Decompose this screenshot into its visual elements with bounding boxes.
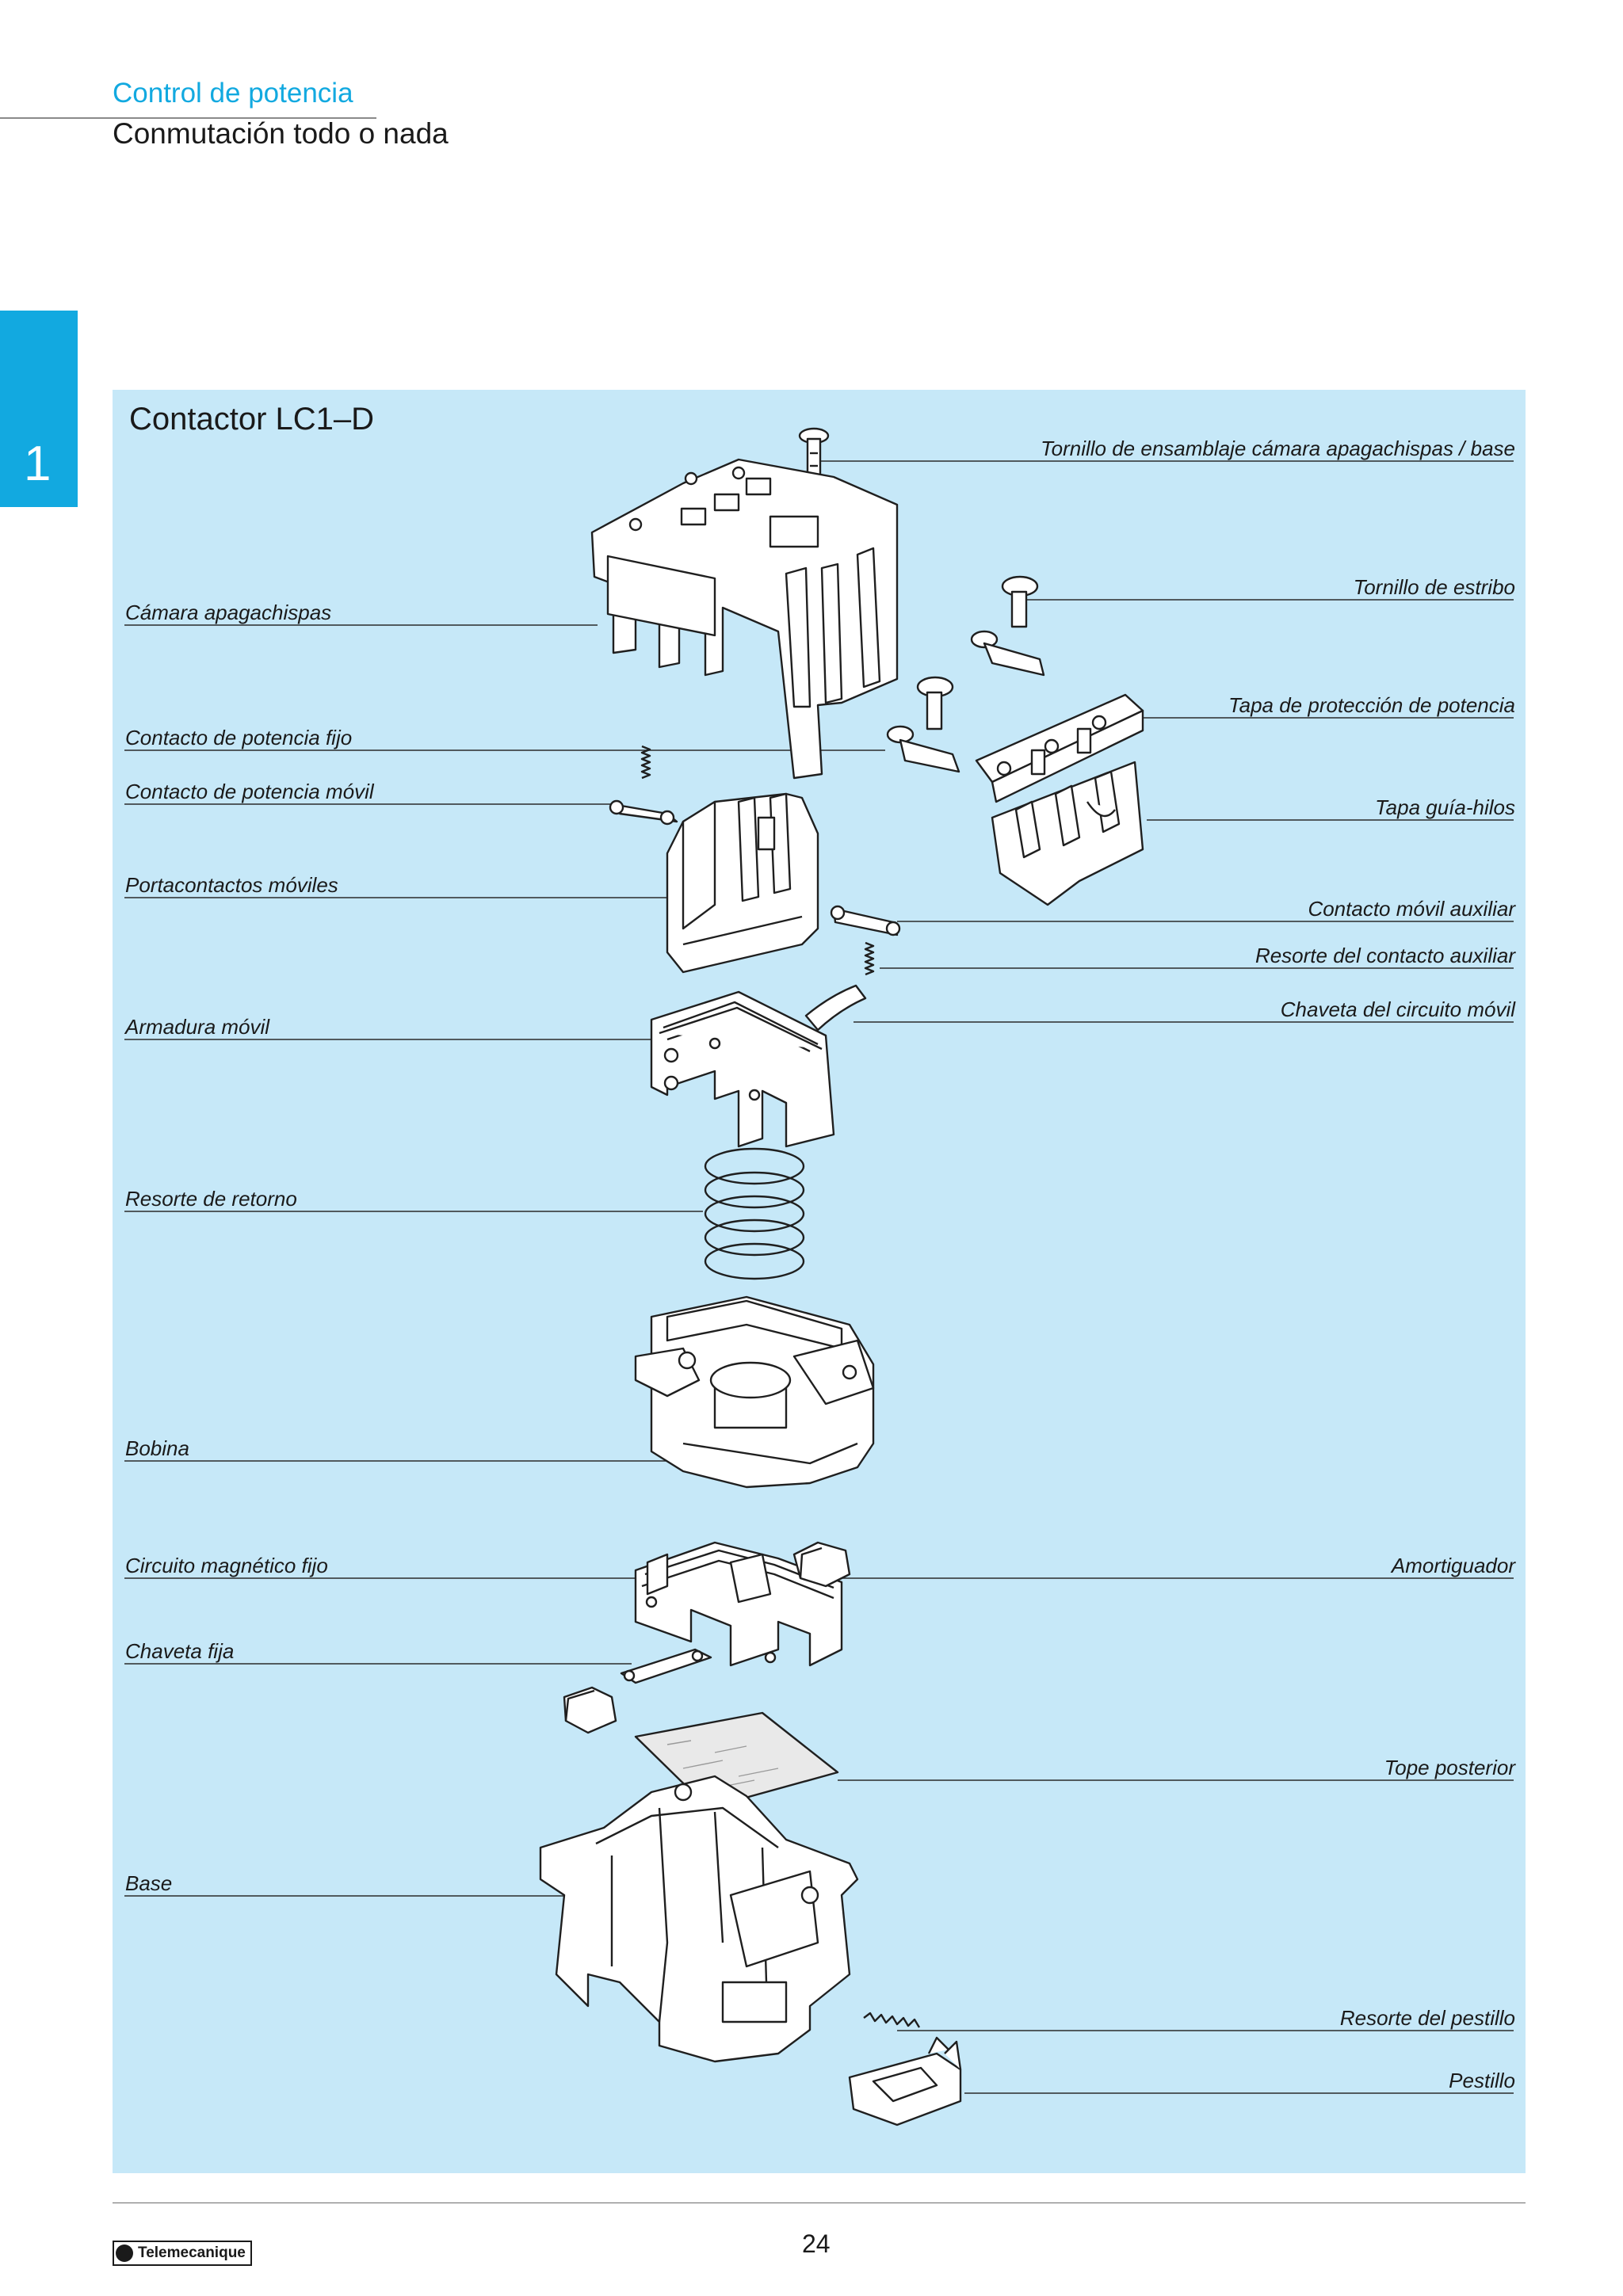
base xyxy=(539,1775,859,2063)
moving-power-contact xyxy=(609,745,678,826)
moving-circuit-key xyxy=(804,984,867,1032)
label-amortiguador: Amortiguador xyxy=(1391,1554,1515,1577)
panel-title: Contactor LC1–D xyxy=(129,402,375,437)
label-tornillo-estribo: Tornillo de estribo xyxy=(1353,575,1515,599)
label-contacto-aux: Contacto móvil auxiliar xyxy=(1308,897,1515,921)
return-spring xyxy=(704,1147,805,1280)
power-protection-cover xyxy=(975,693,1144,803)
label-camara: Cámara apagachispas xyxy=(125,601,332,624)
label-tornillo-ensamblaje: Tornillo de ensamblaje cámara apagachisp… xyxy=(1041,437,1515,460)
latch-spring xyxy=(863,2012,921,2028)
label-contacto-fijo: Contacto de potencia fijo xyxy=(125,726,353,749)
fixed-key xyxy=(620,1648,712,1684)
auxiliary-moving-contact xyxy=(830,905,901,936)
label-contacto-movil: Contacto de potencia móvil xyxy=(125,780,374,803)
label-resorte-aux: Resorte del contacto auxiliar xyxy=(1254,944,1515,967)
moving-contact-carrier xyxy=(666,792,819,974)
label-resorte-retorno: Resorte de retorno xyxy=(125,1187,297,1211)
damper xyxy=(792,1541,851,1588)
section-title: Control de potencia xyxy=(113,78,353,109)
label-resorte-pestillo: Resorte del pestillo xyxy=(1339,2006,1515,2030)
label-base: Base xyxy=(125,1871,173,1895)
page-number: 24 xyxy=(802,2229,831,2258)
telemecanique-logo: Telemecanique xyxy=(113,2241,252,2266)
label-chaveta-fija: Chaveta fija xyxy=(125,1639,235,1663)
stirrup-screw-upper xyxy=(970,575,1045,677)
label-pestillo: Pestillo xyxy=(1449,2069,1515,2092)
chapter-tab xyxy=(0,311,78,507)
arc-chamber xyxy=(590,458,899,780)
label-chaveta-movil: Chaveta del circuito móvil xyxy=(1280,997,1515,1021)
label-portacontactos: Portacontactos móviles xyxy=(125,873,338,897)
label-bobina: Bobina xyxy=(125,1436,189,1460)
fixed-magnetic-circuit xyxy=(634,1541,843,1667)
exploded-drawing xyxy=(124,427,1514,2126)
label-armadura: Armadura móvil xyxy=(125,1015,270,1039)
label-tapa-proteccion: Tapa de protección de potencia xyxy=(1228,693,1515,717)
stirrup-screw-lower xyxy=(886,676,960,773)
logo-mark-icon xyxy=(116,2245,133,2262)
wire-guide-cover xyxy=(991,761,1144,906)
coil xyxy=(634,1295,875,1489)
auxiliary-contact-spring xyxy=(864,941,875,976)
label-circuito-fijo: Circuito magnético fijo xyxy=(125,1554,328,1577)
chapter-number: 1 xyxy=(24,437,52,491)
label-tope: Tope posterior xyxy=(1384,1756,1515,1779)
subsection-title: Conmutación todo o nada xyxy=(113,117,449,150)
label-tapa-guia: Tapa guía-hilos xyxy=(1375,795,1515,819)
logo-text: Telemecanique xyxy=(138,2245,246,2261)
header-rule xyxy=(0,117,376,119)
moving-armature xyxy=(650,990,835,1148)
latch xyxy=(848,2036,962,2126)
damper-block-left xyxy=(563,1686,617,1734)
